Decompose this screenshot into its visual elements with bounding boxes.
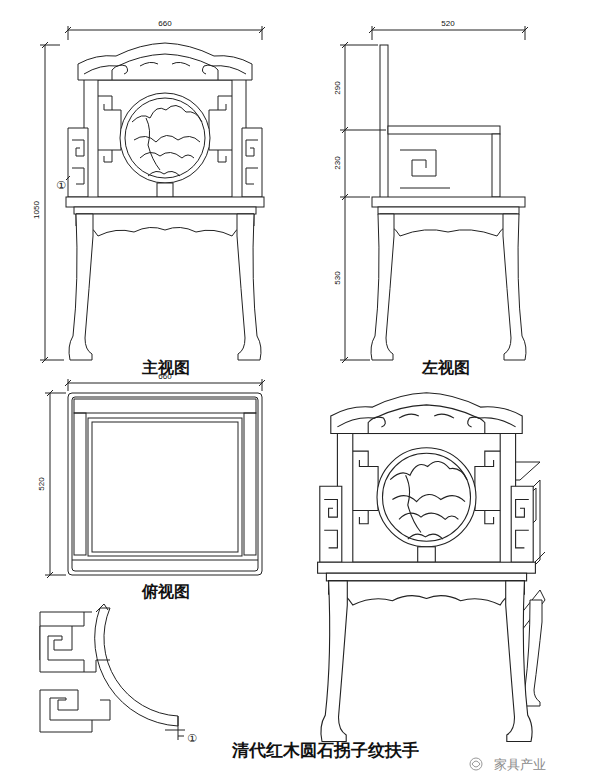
dimension-depth: 520 bbox=[38, 477, 46, 490]
view-title: 左视图 bbox=[422, 360, 470, 376]
dimension-arm-height: 230 bbox=[334, 156, 342, 169]
dimension-height: 1050 bbox=[33, 201, 41, 219]
caption: 清代红木圆石拐子纹扶手 bbox=[232, 742, 419, 759]
watermark: 家具产业 bbox=[494, 758, 546, 771]
dimension-width: 660 bbox=[158, 20, 171, 28]
callout-number: ① bbox=[56, 180, 66, 191]
dimension-depth: 520 bbox=[441, 20, 454, 28]
dimension-back-height: 290 bbox=[334, 81, 342, 94]
dimension-width: 660 bbox=[158, 373, 171, 381]
callout-number: ① bbox=[187, 733, 197, 744]
dimension-seat-height: 530 bbox=[334, 271, 342, 284]
view-title: 俯视图 bbox=[142, 584, 190, 600]
